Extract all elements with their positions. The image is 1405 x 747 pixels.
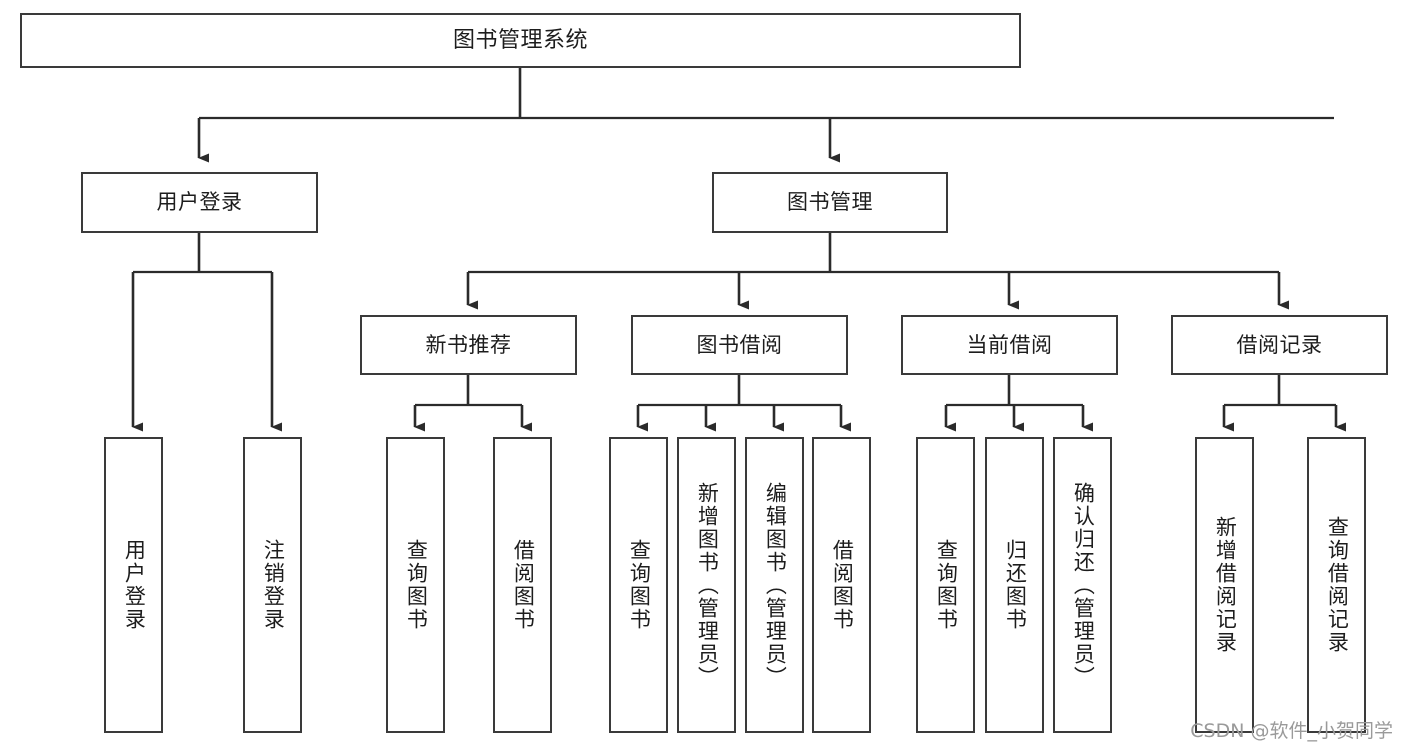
node-book-borrow[interactable]: 图书借阅 xyxy=(631,315,848,375)
node-borrow-record[interactable]: 借阅记录 xyxy=(1171,315,1388,375)
leaf-logout-login-label: 注销登录 xyxy=(261,539,286,631)
leaf-edit-book-label: 编辑图书（管理员） xyxy=(763,481,788,689)
node-root-label: 图书管理系统 xyxy=(452,27,588,53)
leaf-user-login-label: 用户登录 xyxy=(122,539,147,631)
leaf-borrow-books-2-label: 借阅图书 xyxy=(830,539,855,631)
leaf-return-book-label: 归还图书 xyxy=(1003,539,1028,631)
leaf-query-books-2-label: 查询图书 xyxy=(627,539,652,631)
node-root[interactable]: 图书管理系统 xyxy=(20,13,1021,68)
node-book-borrow-label: 图书借阅 xyxy=(696,332,783,357)
node-user-login[interactable]: 用户登录 xyxy=(81,172,318,233)
leaf-borrow-books-2[interactable]: 借阅图书 xyxy=(812,437,871,733)
node-book-management-label: 图书管理 xyxy=(787,190,873,214)
leaf-query-books-3[interactable]: 查询图书 xyxy=(916,437,975,733)
node-current-borrow-label: 当前借阅 xyxy=(966,332,1053,357)
leaf-logout-login[interactable]: 注销登录 xyxy=(243,437,302,733)
leaf-edit-book[interactable]: 编辑图书（管理员） xyxy=(745,437,804,733)
node-new-book-recommend-label: 新书推荐 xyxy=(425,332,512,357)
leaf-add-book-label: 新增图书（管理员） xyxy=(695,481,720,689)
leaf-query-record[interactable]: 查询借阅记录 xyxy=(1307,437,1366,733)
csdn-watermark: CSDN @软件_小贺同学 xyxy=(1190,720,1393,742)
leaf-confirm-return-label: 确认归还（管理员） xyxy=(1071,481,1096,689)
node-user-login-label: 用户登录 xyxy=(156,190,243,214)
node-book-management[interactable]: 图书管理 xyxy=(712,172,948,233)
leaf-query-books-1[interactable]: 查询图书 xyxy=(386,437,445,733)
leaf-return-book[interactable]: 归还图书 xyxy=(985,437,1044,733)
leaf-confirm-return[interactable]: 确认归还（管理员） xyxy=(1053,437,1112,733)
node-new-book-recommend[interactable]: 新书推荐 xyxy=(360,315,577,375)
node-current-borrow[interactable]: 当前借阅 xyxy=(901,315,1118,375)
leaf-query-record-label: 查询借阅记录 xyxy=(1325,516,1350,654)
leaf-add-record-label: 新增借阅记录 xyxy=(1213,516,1238,654)
leaf-add-book[interactable]: 新增图书（管理员） xyxy=(677,437,736,733)
leaf-query-books-3-label: 查询图书 xyxy=(934,539,959,631)
leaf-query-books-1-label: 查询图书 xyxy=(404,539,429,631)
leaf-user-login[interactable]: 用户登录 xyxy=(104,437,163,733)
leaf-add-record[interactable]: 新增借阅记录 xyxy=(1195,437,1254,733)
leaf-query-books-2[interactable]: 查询图书 xyxy=(609,437,668,733)
leaf-borrow-books-1-label: 借阅图书 xyxy=(511,539,536,631)
node-borrow-record-label: 借阅记录 xyxy=(1236,332,1323,357)
leaf-borrow-books-1[interactable]: 借阅图书 xyxy=(493,437,552,733)
